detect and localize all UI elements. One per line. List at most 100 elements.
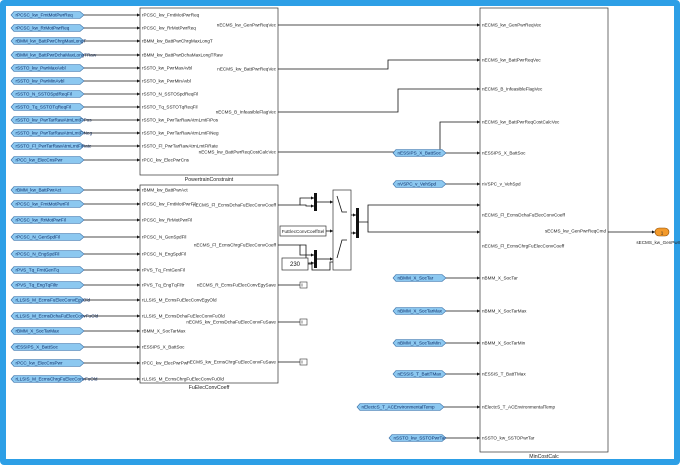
- from-tag-input[interactable]: nBMM_X_SocTarMax: [392, 307, 447, 315]
- goto-tag-input[interactable]: rLLSIS_M_EcmsFuElecConvEgyOld: [10, 296, 90, 304]
- goto-tag-label: rPVS_Tq_FrntGenTq: [16, 268, 60, 273]
- goto-tag-input[interactable]: rSSTO_kw_PwrTarRawAtrnLmtFiNeg: [10, 129, 93, 137]
- arrow-head: [311, 253, 314, 257]
- goto-tag-input[interactable]: rLLSIS_M_EcmsDchaFuElecConvFuOld: [10, 312, 99, 320]
- port-label-in: nVSPC_v_VehSpd: [482, 182, 521, 187]
- goto-tag-label: rBMM_kw_BattPwrAct: [16, 188, 62, 193]
- goto-tag-input[interactable]: rPCC_kw_ElecCnsPwr: [10, 359, 85, 367]
- port-label-in: rBMM_kw_BattPwrAct: [142, 188, 188, 193]
- goto-tag-shape: [392, 307, 447, 315]
- min-cost-calc-block[interactable]: [479, 7, 609, 453]
- from-tag-input[interactable]: nESSIS_T_BattTMax: [392, 370, 447, 378]
- goto-tag-shape: [10, 64, 85, 72]
- goto-tag-label: nESSIPS_X_BattSoc: [398, 151, 442, 156]
- goto-tag-input[interactable]: rSSTO_kw_PwrMaxAvbl: [10, 64, 85, 72]
- goto-tag-label: rPCC_kw_ElecCnsPwr: [16, 361, 63, 366]
- goto-tag-shape: [10, 116, 85, 124]
- arrow-head: [477, 372, 480, 376]
- outport-block[interactable]: [654, 227, 670, 237]
- port-label-in: rSSTO_kw_PwrMaxAvbl: [142, 66, 192, 71]
- arrow-head: [137, 79, 140, 83]
- goto-tag-input[interactable]: rLLSIS_M_EcmsChrgFuElecConvFuOld: [10, 375, 98, 383]
- signal-line: [278, 121, 480, 153]
- arrow-head: [137, 345, 140, 349]
- switch-block[interactable]: [332, 189, 352, 271]
- goto-tag-input[interactable]: rPCSC_N_EngSpdFil: [10, 250, 85, 258]
- goto-tag-input[interactable]: rPCSC_kw_FrntMotPwrReq: [10, 11, 85, 19]
- goto-tag-input[interactable]: rBMM_X_SocTarMax: [10, 327, 85, 335]
- goto-tag-label: rSSTO_N_SSTOSpdReqFil: [16, 92, 72, 97]
- goto-tag-input[interactable]: rSSTO_Tq_SSTOTqReqFil: [10, 103, 85, 111]
- goto-tag-label: nBMM_X_SocTarMax: [398, 309, 443, 314]
- port-label-in: nECMS_kw_GenPwrReqVec: [482, 23, 542, 28]
- arrow-head: [137, 361, 140, 365]
- goto-tag-label: rSSTO_kw_PwrTarRawAtrnLmtFiNeg: [16, 131, 93, 136]
- goto-tag-input[interactable]: rPVS_Tq_EngTqFiltr: [10, 281, 85, 289]
- port-label-in: nBMM_X_SocTar: [482, 276, 518, 281]
- goto-tag-label: nBMM_X_SocTar: [398, 276, 434, 281]
- goto-tag-input[interactable]: rSSTO_kw_PwrTarRawAtrnLmtFiPos: [10, 116, 93, 124]
- goto-tag-input[interactable]: rESSIPS_X_BattSoc: [10, 343, 85, 351]
- arrow-head: [477, 58, 480, 62]
- goto-tag-input[interactable]: rSSTO_N_SSTOSpdReqFil: [10, 90, 85, 98]
- switch-symbol: [336, 195, 347, 213]
- goto-tag-label: rSSTO_kw_PwrTarRawAtrnLmtFiPos: [16, 118, 93, 123]
- port-label-in: rPCSC_kw_RrMotPwrFil: [142, 218, 192, 223]
- const-sel-label: FuElecConvCoeffSel: [282, 229, 325, 234]
- goto-tag-shape: [392, 370, 447, 378]
- arrow-head: [311, 196, 314, 200]
- port-label-out: sECMS_kw_GenPwrReqCmd: [545, 229, 606, 234]
- goto-tag-label: rPCSC_kw_RrMotPwrReq: [16, 26, 70, 31]
- goto-tag-input[interactable]: rPCSC_kw_RrMotPwrReq: [10, 24, 85, 32]
- from-tag-input[interactable]: nESSIPS_X_BattSoc: [392, 149, 447, 157]
- arrow-head: [137, 39, 140, 43]
- goto-tag-input[interactable]: rPCSC_N_GenSpdFil: [10, 233, 85, 241]
- port-label-in: rBMM_kw_BattPwrChrgMaxLongT: [142, 39, 213, 44]
- goto-tag-shape: [10, 375, 85, 383]
- from-tag-input[interactable]: nBMM_X_SocTar: [392, 274, 447, 282]
- port-label-in: rBMM_X_SocTarMax: [142, 329, 186, 334]
- arrow-head: [137, 268, 140, 272]
- goto-tag-input[interactable]: rPVS_Tq_FrntGenTq: [10, 266, 85, 274]
- from-tag-input[interactable]: nElectcS_T_ACEnvironmentalTemp: [356, 403, 445, 411]
- terminator-block: [299, 318, 308, 326]
- goto-tag-shape: [392, 149, 447, 157]
- arrow-head: [477, 203, 480, 207]
- arrow-head: [137, 53, 140, 57]
- goto-tag-label: rBMM_X_SocTarMax: [16, 329, 60, 334]
- port-label-out: nECMS_B_InfeasibleFlagVec: [216, 110, 277, 115]
- goto-tag-shape: [392, 180, 447, 188]
- port-label-in: rSSTO_Fl_PwrTarRawAtrnLmtFiRate: [142, 144, 218, 149]
- port-label-in: nBMM_X_SocTarMin: [482, 341, 526, 346]
- goto-tag-input[interactable]: rBMM_kw_BattPwrAct: [10, 186, 85, 194]
- port-label-in: nESSIS_T_BattTMax: [482, 372, 526, 377]
- fuelec-conv-coeff-block[interactable]: [139, 184, 279, 384]
- goto-tag-input[interactable]: rPCSC_kw_FrntMotPwrFil: [10, 200, 85, 208]
- goto-tag-label: rBMM_kw_BattPwrDchaMaxLongTRaw: [16, 53, 97, 58]
- goto-tag-input[interactable]: rPCC_kw_ElecCnsPwr: [10, 156, 85, 164]
- powertrain-constraint-block[interactable]: [139, 7, 279, 176]
- goto-tag-shape: [392, 339, 447, 347]
- arrow-head: [477, 276, 480, 280]
- goto-tag-shape: [10, 24, 85, 32]
- port-label-in: nBMM_X_SocTarMax: [482, 309, 527, 314]
- port-label-out: nECMS_kw_BattPwrReqVec: [217, 67, 276, 72]
- goto-tag-input[interactable]: rBMM_kw_BattPwrChrgMaxLongT: [10, 37, 87, 45]
- goto-tag-label: rSSTO_kw_PwrMaxAvbl: [16, 66, 66, 71]
- goto-tag-shape: [10, 343, 85, 351]
- port-label-out: nECMS_Fl_EcmsChrgFuElecConvCoeff: [194, 243, 277, 248]
- from-tag-input[interactable]: nSSTO_kw_SSTOPwrTar: [388, 434, 447, 442]
- arrow-head: [477, 120, 480, 124]
- goto-tag-input[interactable]: rPCSC_kw_RrMotPwrFil: [10, 216, 85, 224]
- goto-tag-input[interactable]: rSSTO_kw_PwrMinAvbl: [10, 77, 85, 85]
- goto-tag-input[interactable]: rSSTO_Fl_PwrTarRawAtrnLmtFiRate: [10, 142, 92, 150]
- from-tag-input[interactable]: nBMM_X_SocTarMin: [392, 339, 447, 347]
- arrow-head: [330, 200, 333, 204]
- port-label-in: rSSTO_kw_PwrTarRawAtrnLmtFiPos: [142, 118, 219, 123]
- from-tag-input[interactable]: nVSPC_v_VehSpd: [392, 180, 447, 188]
- goto-tag-label: rBMM_kw_BattPwrChrgMaxLongT: [16, 39, 87, 44]
- signal-line: [367, 222, 480, 233]
- goto-tag-label: rPCSC_N_EngSpdFil: [16, 252, 60, 257]
- goto-tag-input[interactable]: rBMM_kw_BattPwrDchaMaxLongTRaw: [10, 51, 97, 59]
